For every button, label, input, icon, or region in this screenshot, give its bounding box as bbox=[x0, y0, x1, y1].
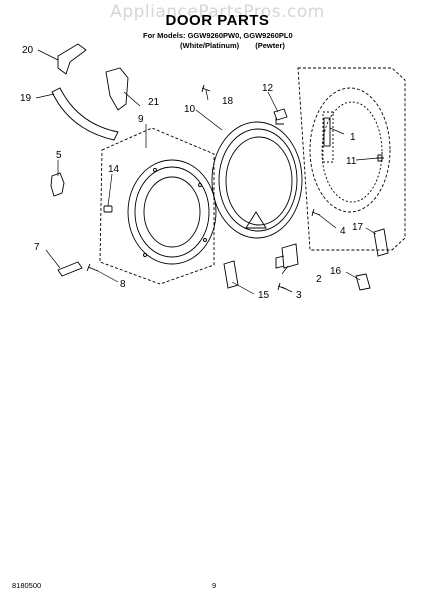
model-variants: (White/Platinum) (Pewter) bbox=[180, 41, 299, 50]
part-3-screw bbox=[277, 282, 287, 291]
part-12-bracket bbox=[273, 108, 288, 125]
part-20-handle-cap bbox=[57, 43, 87, 75]
variant-pewter-label: (Pewter) bbox=[255, 41, 285, 50]
part-9-inner-door bbox=[99, 127, 217, 285]
part-18-screw bbox=[201, 84, 211, 93]
model-list: For Models: GGW9260PW0, GGW9260PL0 bbox=[143, 31, 293, 40]
callout-10: 10 bbox=[184, 104, 196, 115]
callout-5: 5 bbox=[56, 150, 62, 161]
part-17-strike bbox=[373, 228, 389, 257]
callout-labels: 1 2 3 4 5 7 8 9 10 11 12 14 15 16 17 18 … bbox=[20, 45, 364, 301]
callout-15: 15 bbox=[258, 290, 270, 301]
callout-2: 2 bbox=[316, 274, 322, 285]
part-21-handle bbox=[105, 67, 129, 111]
callout-19: 19 bbox=[20, 93, 32, 104]
part-14-clip bbox=[103, 205, 113, 213]
document-number: 8180500 bbox=[12, 581, 42, 590]
part-5-insert bbox=[50, 172, 65, 197]
callout-11: 11 bbox=[346, 156, 357, 167]
callout-14: 14 bbox=[108, 164, 120, 175]
page-number: 9 bbox=[212, 581, 217, 590]
part-16-latch bbox=[355, 273, 371, 291]
variant-white-label: (White/Platinum) bbox=[180, 41, 240, 50]
callout-21: 21 bbox=[148, 97, 160, 108]
callout-20: 20 bbox=[22, 45, 34, 56]
callout-7: 7 bbox=[34, 242, 40, 253]
callout-17: 17 bbox=[352, 222, 364, 233]
callout-18: 18 bbox=[222, 96, 234, 107]
watermark: AppliancePartsPros.com bbox=[110, 2, 325, 22]
part-1-cabinet-hinge bbox=[323, 117, 331, 147]
part-19-door-seal bbox=[51, 87, 119, 141]
page-title: DOOR PARTS bbox=[165, 12, 270, 29]
cabinet-front-panel bbox=[297, 67, 406, 251]
callout-16: 16 bbox=[330, 266, 342, 277]
callout-1: 1 bbox=[350, 132, 356, 143]
callout-3: 3 bbox=[296, 290, 302, 301]
part-10-outer-door-ring bbox=[211, 121, 303, 239]
part-7-strike bbox=[57, 261, 83, 277]
part-2-hinge bbox=[275, 243, 299, 269]
callout-4: 4 bbox=[340, 226, 346, 237]
callout-9: 9 bbox=[138, 114, 144, 125]
callout-8: 8 bbox=[120, 279, 126, 290]
leader-lines bbox=[35, 49, 379, 295]
callout-12: 12 bbox=[262, 83, 274, 94]
